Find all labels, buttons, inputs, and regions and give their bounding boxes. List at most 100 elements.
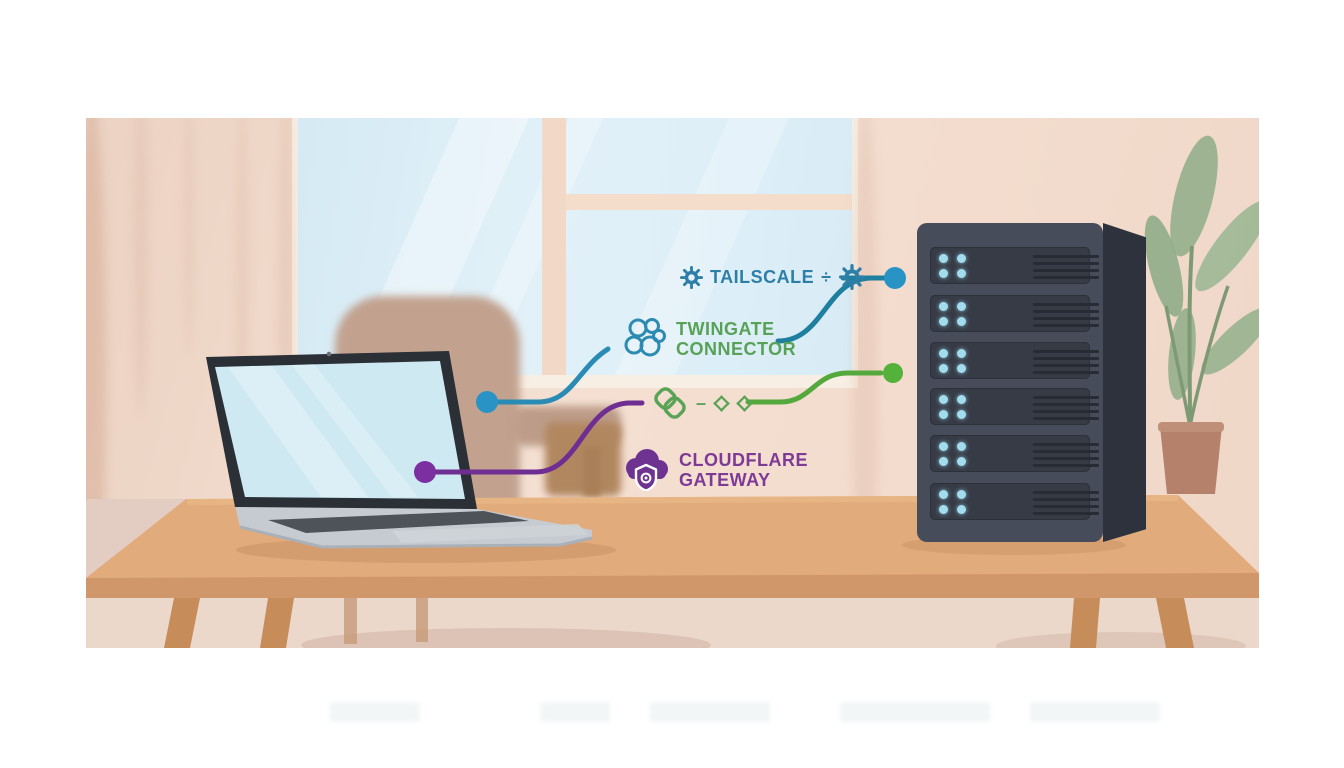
vent-slot	[1033, 512, 1099, 515]
led-indicator	[957, 364, 966, 373]
desk-leg	[1070, 598, 1100, 648]
server-tower-side	[1103, 223, 1146, 542]
led-indicator	[957, 490, 966, 499]
led-indicator	[957, 302, 966, 311]
led-indicator	[939, 457, 948, 466]
led-indicator	[939, 349, 948, 358]
vent-slot	[1033, 350, 1099, 353]
led-grid	[939, 254, 966, 278]
desk-front-edge	[86, 573, 1259, 598]
server-unit	[930, 295, 1099, 332]
led-grid	[939, 442, 966, 466]
diamond-gear-icon	[735, 394, 753, 412]
cloud-shield-icon	[626, 449, 668, 491]
led-indicator	[957, 349, 966, 358]
vent-slot	[1033, 262, 1099, 265]
server-unit	[930, 435, 1099, 472]
vent-slot	[1033, 491, 1099, 494]
vent-slot	[1033, 410, 1099, 413]
led-indicator	[939, 302, 948, 311]
led-indicator	[957, 395, 966, 404]
vent-slot	[1033, 498, 1099, 501]
faint-watermark	[540, 702, 610, 722]
led-indicator	[957, 442, 966, 451]
server-unit	[930, 388, 1099, 425]
vent-slot	[1033, 303, 1099, 306]
vent-slot	[1033, 464, 1099, 467]
faint-watermark	[840, 702, 990, 722]
twingate-line2: CONNECTOR	[676, 339, 797, 359]
led-grid	[939, 349, 966, 373]
led-indicator	[957, 269, 966, 278]
vent-slot	[1033, 443, 1099, 446]
laptop-shadow	[236, 537, 616, 563]
desk-leg	[164, 598, 200, 648]
vent-slot	[1033, 403, 1099, 406]
diamond-gear-icon	[712, 394, 730, 412]
led-indicator	[957, 457, 966, 466]
floor-shadow	[301, 628, 711, 648]
server-tower	[917, 223, 1103, 542]
led-indicator	[957, 317, 966, 326]
twingate-line1: TWINGATE	[676, 319, 775, 339]
secure-link-row: –	[650, 383, 753, 423]
knot-link-icon	[654, 387, 686, 419]
vent-slot	[1033, 276, 1099, 279]
vent-slot	[1033, 324, 1099, 327]
led-indicator	[939, 490, 948, 499]
gear-icon	[680, 265, 703, 289]
chair-leg-under-desk	[344, 598, 357, 644]
faint-watermark	[650, 702, 770, 722]
desk-leg	[260, 598, 294, 648]
led-grid	[939, 490, 966, 514]
office-scene: TAILSCALE ÷	[86, 118, 1259, 648]
cloudflare-line2: GATEWAY	[679, 470, 771, 490]
server-unit	[930, 342, 1099, 379]
potted-plant	[1144, 135, 1259, 494]
led-indicator	[957, 410, 966, 419]
led-grid	[939, 395, 966, 419]
led-indicator	[957, 505, 966, 514]
vent-slot	[1033, 310, 1099, 313]
window-mullion-horizontal	[566, 194, 852, 210]
curtain-fold	[184, 118, 194, 358]
vent-slot	[1033, 255, 1099, 258]
led-indicator	[939, 317, 948, 326]
vent-slot	[1033, 371, 1099, 374]
led-indicator	[939, 254, 948, 263]
led-grid	[939, 302, 966, 326]
led-indicator	[939, 395, 948, 404]
vent-slot	[1033, 396, 1099, 399]
vent-slot	[1033, 364, 1099, 367]
plant-pot	[1160, 426, 1222, 494]
tailscale-text: TAILSCALE	[710, 266, 815, 287]
vent-slot	[1033, 357, 1099, 360]
faint-watermark	[330, 702, 420, 722]
vent-slot	[1033, 457, 1099, 460]
vent-slot	[1033, 269, 1099, 272]
led-indicator	[939, 410, 948, 419]
twingate-connector-label: TWINGATE CONNECTOR	[623, 316, 796, 362]
cloudflare-line1: CLOUDFLARE	[679, 450, 808, 470]
chair-leg-under-desk	[416, 598, 428, 642]
vent-slot	[1033, 505, 1099, 508]
server-unit	[930, 483, 1099, 520]
tailscale-separator: ÷	[821, 266, 832, 287]
tailscale-label: TAILSCALE ÷	[680, 264, 865, 290]
led-indicator	[939, 364, 948, 373]
led-indicator	[939, 269, 948, 278]
curtain-fold	[134, 118, 148, 418]
led-indicator	[957, 254, 966, 263]
led-indicator	[939, 505, 948, 514]
desk-leg	[1156, 598, 1194, 648]
twingate-connector-icon	[624, 318, 666, 357]
server-unit	[930, 247, 1099, 284]
led-indicator	[939, 442, 948, 451]
vent-slot	[1033, 317, 1099, 320]
window-mullion-vertical	[542, 118, 566, 388]
cloudflare-gateway-label: CLOUDFLARE GATEWAY	[622, 449, 808, 491]
faint-watermark	[1030, 702, 1160, 722]
vent-slot	[1033, 417, 1099, 420]
gear-icon	[838, 264, 865, 290]
